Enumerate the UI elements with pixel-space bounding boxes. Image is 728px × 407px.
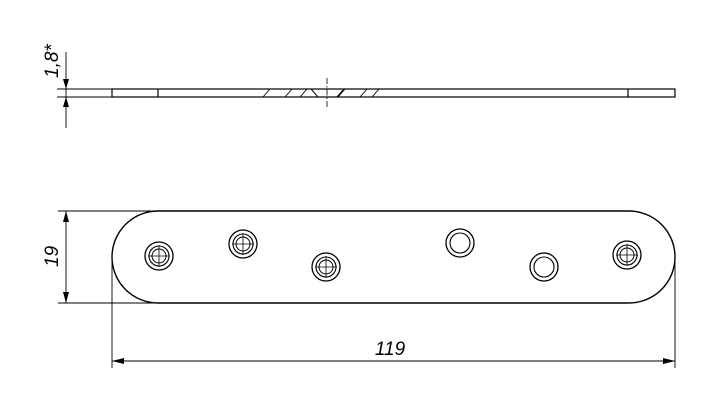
hole-4 — [445, 228, 475, 258]
hole-outer-circle — [311, 252, 341, 282]
thickness-dimension — [57, 52, 112, 128]
top-view — [111, 210, 676, 304]
hole-1 — [144, 241, 174, 271]
hole-outer-circle — [612, 240, 642, 270]
hole-inner-circle — [533, 256, 555, 278]
thickness-label: 1,8* — [42, 44, 63, 78]
hole-outer-circle — [445, 228, 475, 258]
hole-2 — [228, 229, 258, 259]
length-arrow-right — [663, 358, 675, 364]
hole-outer-circle — [529, 252, 559, 282]
side-view-countersink — [310, 88, 345, 98]
length-arrow-left — [112, 358, 124, 364]
hole-3 — [311, 252, 341, 282]
hole-5 — [529, 252, 559, 282]
hole-6 — [612, 240, 642, 270]
thickness-arrow-top — [63, 79, 69, 89]
thickness-arrow-bottom — [63, 97, 69, 107]
width-arrow-bottom — [63, 292, 69, 303]
length-label: 119 — [375, 339, 406, 360]
hole-inner-circle — [449, 232, 471, 254]
plate-outline — [111, 210, 676, 304]
side-view — [111, 78, 676, 108]
side-view-outline — [111, 88, 676, 98]
side-view-hatching — [262, 88, 380, 98]
width-arrow-top — [63, 211, 69, 222]
holes-layer — [144, 228, 642, 282]
hole-outer-circle — [144, 241, 174, 271]
length-dimension — [111, 257, 676, 368]
width-dimension — [58, 210, 156, 304]
width-label: 19 — [42, 245, 63, 267]
hole-outer-circle — [228, 229, 258, 259]
